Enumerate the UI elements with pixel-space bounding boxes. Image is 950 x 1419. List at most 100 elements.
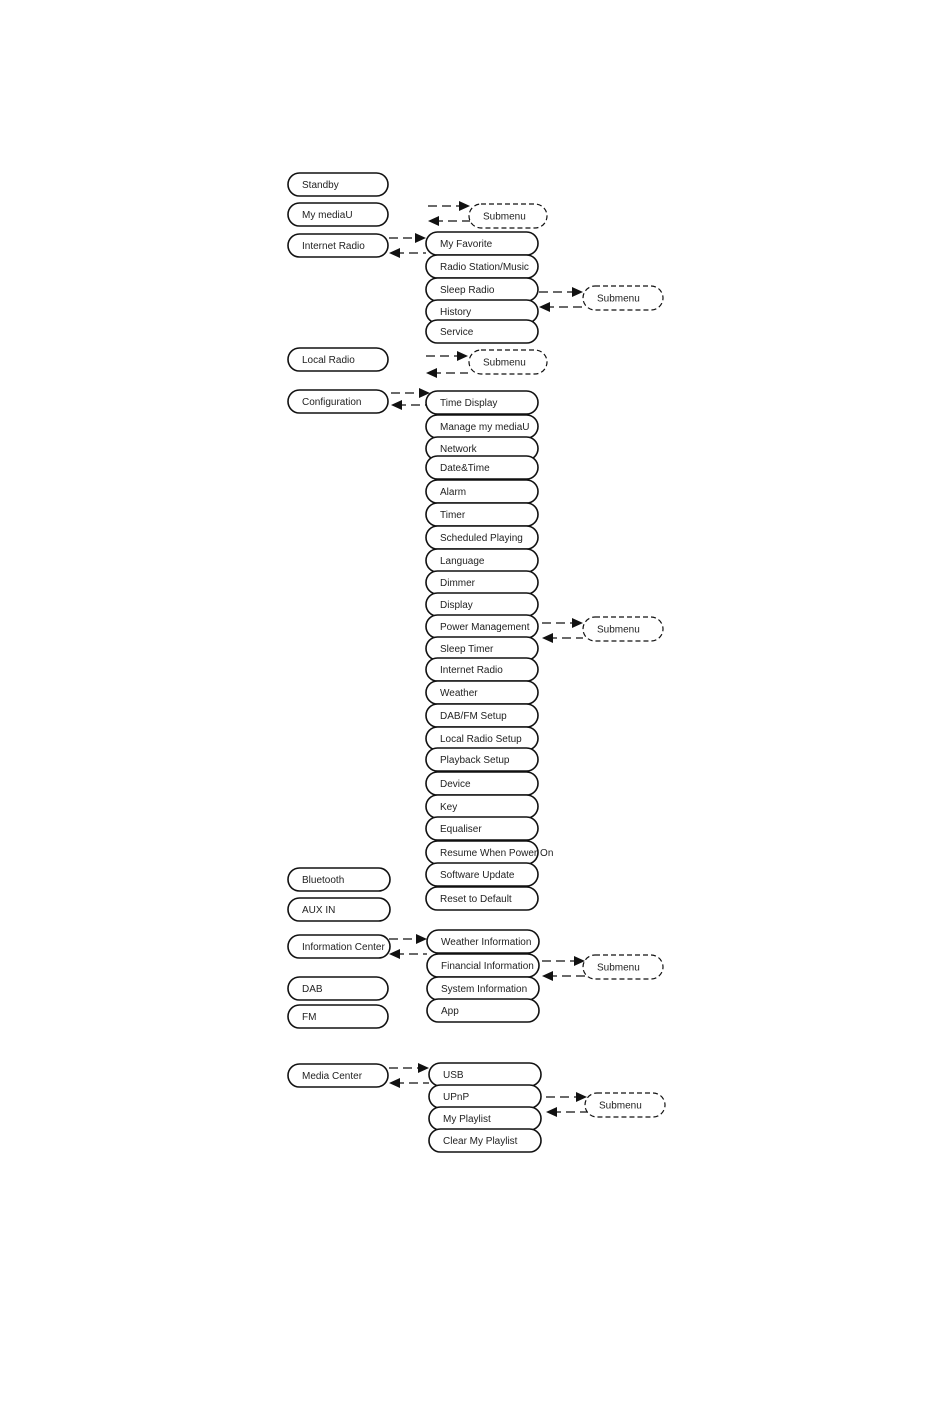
link-local-radio-line <box>426 355 468 374</box>
link-media-center-line <box>389 1067 429 1084</box>
configuration-item-alarm-label: Alarm <box>440 487 466 498</box>
configuration-item-time-display-shape <box>425 390 539 415</box>
submenu-internet-radio-shape <box>582 285 664 311</box>
link-internet-radio-submenu-arrow-right <box>572 287 583 297</box>
link-media-center-submenu-line <box>546 1096 587 1113</box>
internet-radio-item-my-favorite-label: My Favorite <box>440 239 493 250</box>
configuration-item-reset-to-default-label: Reset to Default <box>440 894 512 905</box>
media-center-item-upnp-label: UPnP <box>443 1092 469 1103</box>
internet-radio-item-service: Service <box>425 319 539 344</box>
submenu-my-mediau: Submenu <box>468 203 548 229</box>
submenu-internet-radio-label: Submenu <box>597 294 640 305</box>
link-media-center-submenu-arrow-left <box>546 1107 557 1117</box>
submenu-information-center: Submenu <box>582 954 664 980</box>
main-item-standby-label: Standby <box>302 180 339 191</box>
information-center-item-app-shape <box>426 998 540 1023</box>
configuration-item-software-update: Software Update <box>425 862 539 887</box>
main-item-information-center-label: Information Center <box>302 942 385 953</box>
configuration-item-manage-my-mediau: Manage my mediaU <box>425 414 539 439</box>
main-item-internet-radio: Internet Radio <box>287 233 389 258</box>
link-my-mediau-line <box>428 205 470 222</box>
link-internet-radio-submenu-line <box>539 291 583 308</box>
internet-radio-item-my-favorite: My Favorite <box>425 231 539 256</box>
main-item-aux-in: AUX IN <box>287 897 391 922</box>
link-configuration-arrow-left <box>391 400 402 410</box>
main-item-dab: DAB <box>287 976 389 1001</box>
submenu-configuration: Submenu <box>582 616 664 642</box>
information-center-item-weather-information: Weather Information <box>426 929 540 954</box>
internet-radio-item-radio-station-music: Radio Station/Music <box>425 254 539 279</box>
main-item-configuration-shape <box>287 389 389 414</box>
link-media-center-arrow-left <box>389 1078 400 1088</box>
main-item-bluetooth-label: Bluetooth <box>302 875 344 886</box>
information-center-item-financial-information: Financial Information <box>426 953 540 978</box>
configuration-item-date-time-label: Date&Time <box>440 463 490 474</box>
main-item-local-radio: Local Radio <box>287 347 389 372</box>
media-center-item-clear-my-playlist-label: Clear My Playlist <box>443 1136 518 1147</box>
information-center-item-app: App <box>426 998 540 1023</box>
main-item-local-radio-label: Local Radio <box>302 355 355 366</box>
submenu-media-center: Submenu <box>584 1092 666 1118</box>
main-item-dab-shape <box>287 976 389 1001</box>
configuration-item-playback-setup-shape <box>425 747 539 772</box>
internet-radio-item-history-label: History <box>440 307 471 318</box>
main-item-my-mediau: My mediaU <box>287 202 389 227</box>
configuration-item-playback-setup-label: Playback Setup <box>440 755 510 766</box>
submenu-local-radio-shape <box>468 349 548 375</box>
configuration-item-dimmer: Dimmer <box>425 570 539 595</box>
main-item-aux-in-shape <box>287 897 391 922</box>
configuration-item-display: Display <box>425 592 539 617</box>
configuration-item-network-label: Network <box>440 444 478 455</box>
link-media-center-submenu-arrow-right <box>576 1092 587 1102</box>
configuration-item-device-label: Device <box>440 779 471 790</box>
main-item-fm: FM <box>287 1004 389 1029</box>
submenu-my-mediau-shape <box>468 203 548 229</box>
submenu-configuration-label: Submenu <box>597 625 640 636</box>
configuration-item-key-label: Key <box>440 802 457 813</box>
media-center-item-clear-my-playlist-shape <box>428 1128 542 1153</box>
link-information-center-submenu-arrow-right <box>574 956 585 966</box>
media-center-item-upnp: UPnP <box>428 1084 542 1109</box>
configuration-item-weather-label: Weather <box>440 688 478 699</box>
link-configuration-submenu-line <box>542 622 583 639</box>
internet-radio-item-service-shape <box>425 319 539 344</box>
link-local-radio-arrow-left <box>426 368 437 378</box>
main-item-media-center-shape <box>287 1063 389 1088</box>
media-center-item-usb-label: USB <box>443 1070 464 1081</box>
configuration-item-power-management: Power Management <box>425 614 539 639</box>
media-center-item-my-playlist-label: My Playlist <box>443 1114 491 1125</box>
configuration-item-reset-to-default-shape <box>425 886 539 911</box>
configuration-item-weather: Weather <box>425 680 539 705</box>
configuration-item-equaliser-shape <box>425 816 539 841</box>
main-item-information-center: Information Center <box>287 934 391 959</box>
main-item-standby: Standby <box>287 172 389 197</box>
link-internet-radio-submenu-arrow-left <box>539 302 550 312</box>
main-item-bluetooth-shape <box>287 867 391 892</box>
media-center-item-my-playlist: My Playlist <box>428 1106 542 1131</box>
link-configuration-submenu-arrow-left <box>542 633 553 643</box>
main-item-local-radio-shape <box>287 347 389 372</box>
configuration-item-manage-my-mediau-label: Manage my mediaU <box>440 422 529 433</box>
configuration-item-sleep-timer: Sleep Timer <box>425 636 539 661</box>
main-item-my-mediau-label: My mediaU <box>302 210 353 221</box>
submenu-media-center-shape <box>584 1092 666 1118</box>
link-internet-radio-line <box>389 237 426 254</box>
main-item-dab-label: DAB <box>302 984 323 995</box>
configuration-item-language-label: Language <box>440 556 485 567</box>
submenu-internet-radio: Submenu <box>582 285 664 311</box>
configuration-item-language: Language <box>425 548 539 573</box>
link-my-mediau-arrow-right <box>459 201 470 211</box>
main-item-standby-shape <box>287 172 389 197</box>
main-item-configuration-label: Configuration <box>302 397 361 408</box>
main-item-fm-label: FM <box>302 1012 316 1023</box>
configuration-item-scheduled-playing: Scheduled Playing <box>425 525 539 550</box>
configuration-item-dab-fm-setup: DAB/FM Setup <box>425 703 539 728</box>
configuration-item-reset-to-default: Reset to Default <box>425 886 539 911</box>
configuration-item-scheduled-playing-label: Scheduled Playing <box>440 533 523 544</box>
link-information-center-submenu-arrow-left <box>542 971 553 981</box>
information-center-item-system-information-label: System Information <box>441 984 527 995</box>
main-item-internet-radio-shape <box>287 233 389 258</box>
link-information-center-arrow-right <box>416 934 427 944</box>
submenu-configuration-shape <box>582 616 664 642</box>
